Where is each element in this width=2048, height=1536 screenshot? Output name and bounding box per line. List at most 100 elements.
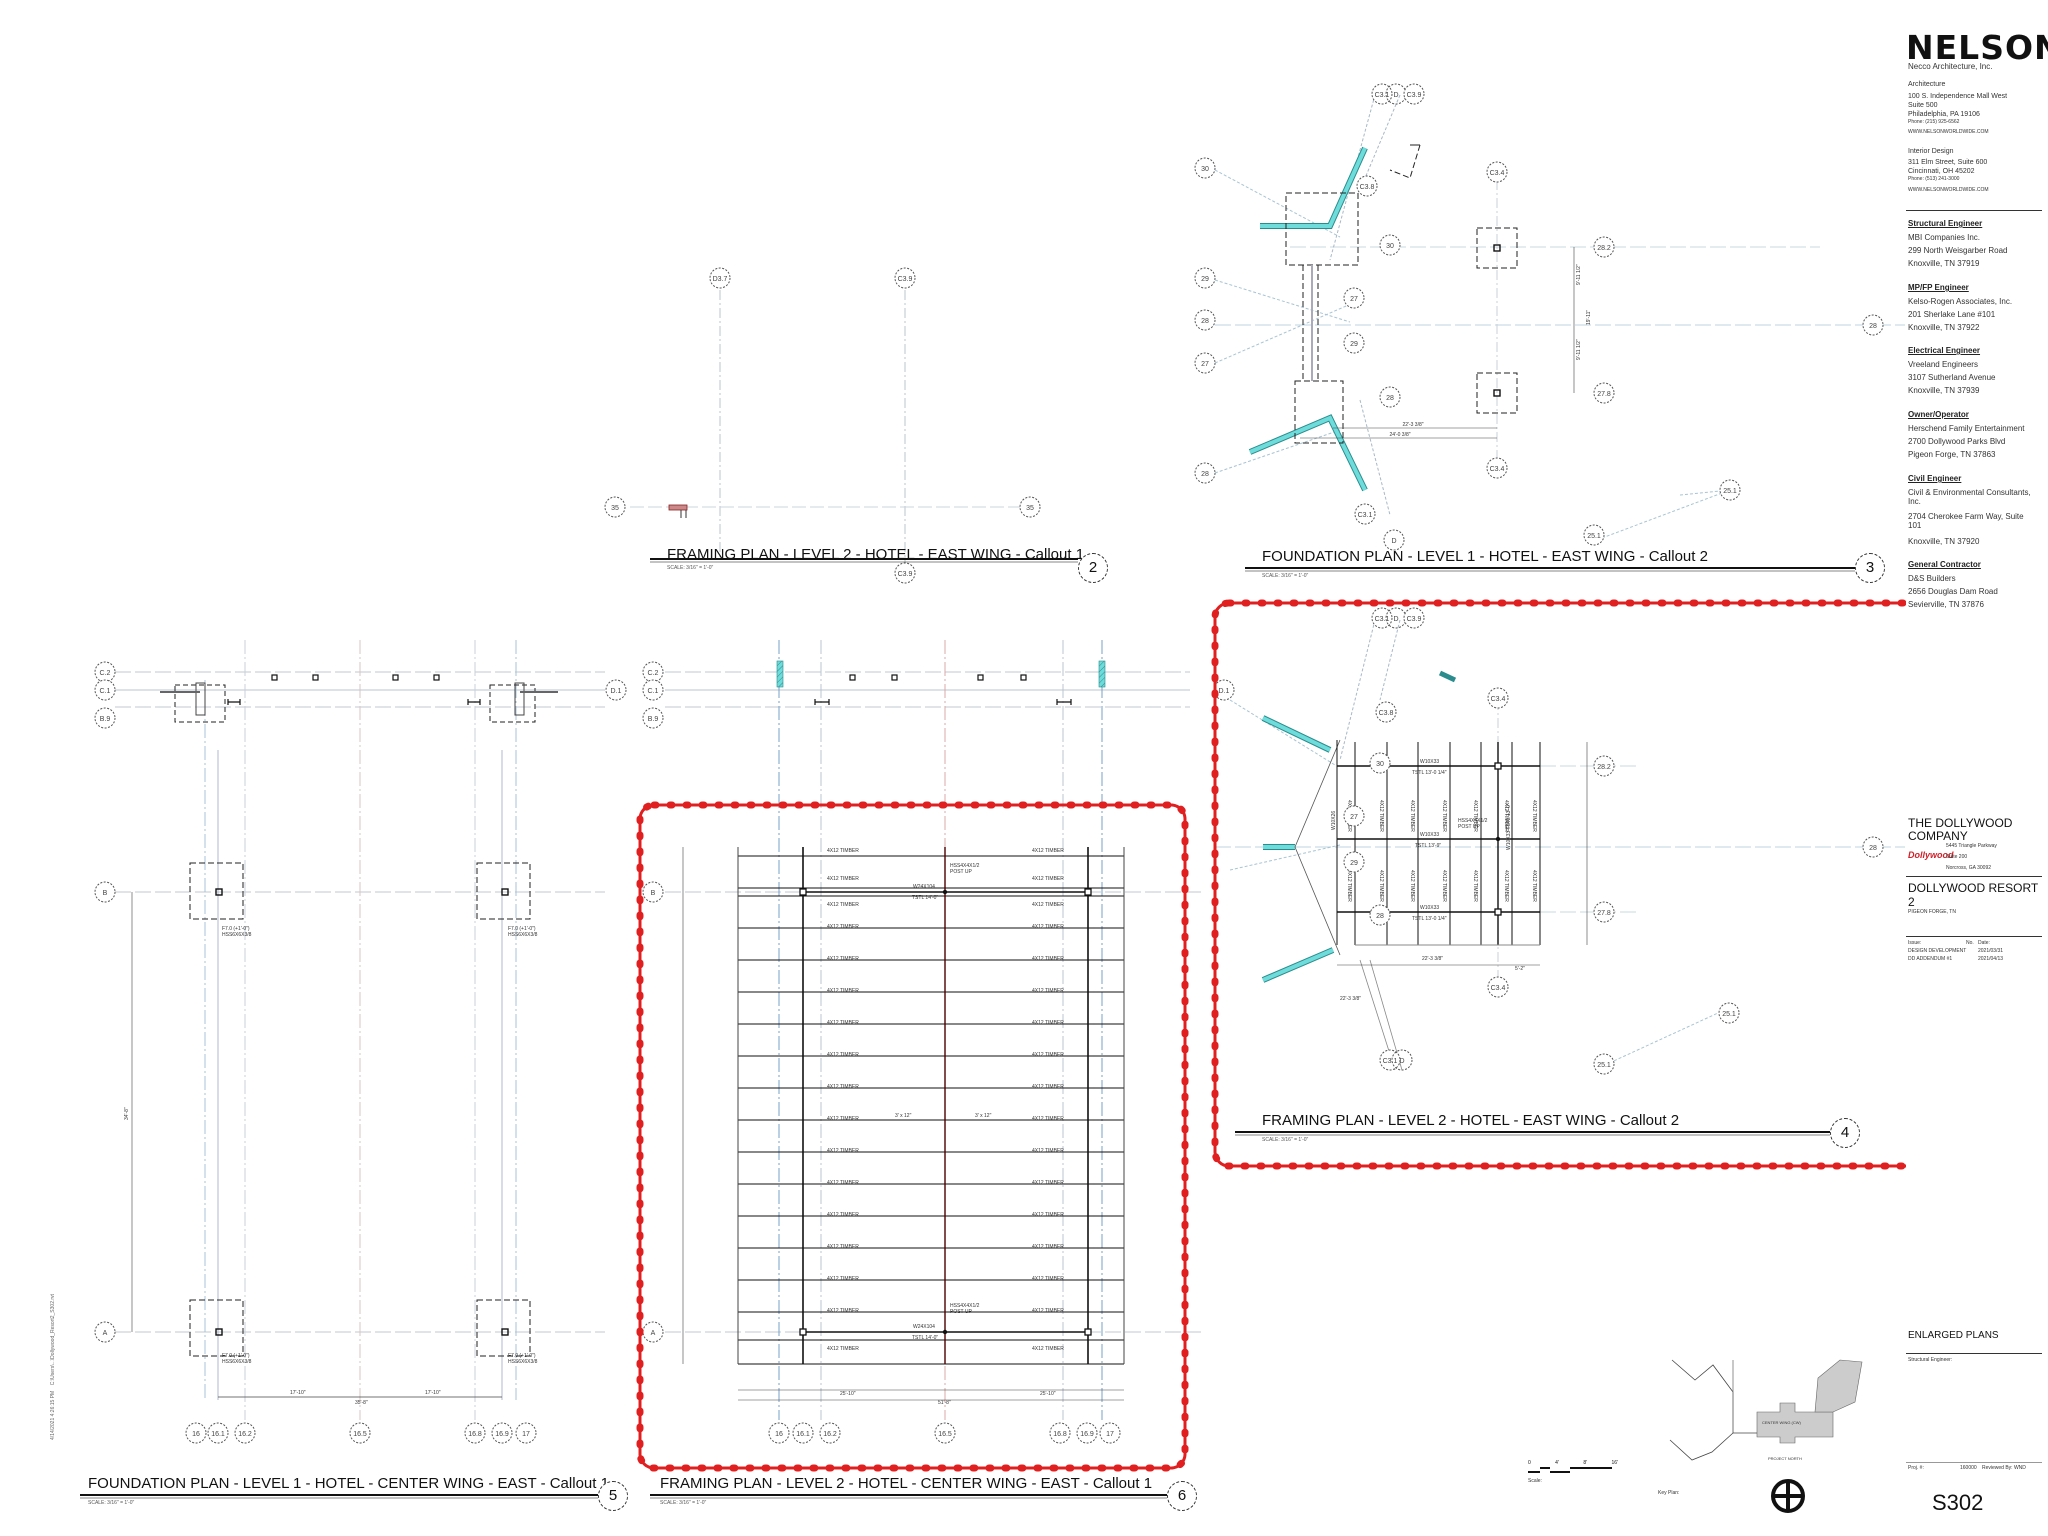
arch-web[interactable]: WWW.NELSONWORLDWIDE.COM xyxy=(1908,129,1989,135)
issue-row-date: 2021/03/31 xyxy=(1978,948,2004,954)
svg-text:4X12 TIMBER: 4X12 TIMBER xyxy=(827,1212,859,1218)
svg-text:4X12 TIMBER: 4X12 TIMBER xyxy=(827,1180,859,1186)
svg-text:22'-3 3/8": 22'-3 3/8" xyxy=(1422,956,1443,962)
svg-text:16.8: 16.8 xyxy=(1053,1431,1067,1438)
svg-text:27: 27 xyxy=(1350,296,1358,303)
svg-text:HSS6X6X3/8: HSS6X6X3/8 xyxy=(508,1359,538,1365)
svg-text:4X12 TIMBER: 4X12 TIMBER xyxy=(1378,800,1384,832)
view-2-scale: SCALE: 3/16" = 1'-0" xyxy=(667,565,714,571)
divider xyxy=(1906,1462,2042,1463)
svg-text:35: 35 xyxy=(1026,505,1034,512)
svg-text:28: 28 xyxy=(1201,471,1209,478)
svg-text:4X12 TIMBER: 4X12 TIMBER xyxy=(1472,800,1478,832)
svg-text:W10X33: W10X33 xyxy=(1420,759,1439,765)
firm-name: Necco Architecture, Inc. xyxy=(1908,62,1993,71)
svg-text:16.2: 16.2 xyxy=(823,1431,837,1438)
svg-text:W24X104: W24X104 xyxy=(913,884,935,890)
svg-text:28: 28 xyxy=(1376,913,1384,920)
svg-text:25'-10": 25'-10" xyxy=(840,1391,856,1397)
svg-text:16: 16 xyxy=(775,1431,783,1438)
svg-text:C.2: C.2 xyxy=(100,670,111,677)
svg-text:4X12 TIMBER: 4X12 TIMBER xyxy=(827,1308,859,1314)
svg-text:HSS6X6X3/8: HSS6X6X3/8 xyxy=(222,1359,252,1365)
view-3-scale: SCALE: 3/16" = 1'-0" xyxy=(1262,573,1309,579)
firm-logo: NELSON xyxy=(1906,28,2048,67)
issue-row-label: DESIGN DEVELOPMENT xyxy=(1908,948,1967,954)
svg-text:4X12 TIMBER: 4X12 TIMBER xyxy=(1409,800,1415,832)
interior-address1: 311 Elm Street, Suite 600 xyxy=(1908,159,1988,166)
view-6-scale: SCALE: 3/16" = 1'-0" xyxy=(660,1500,707,1506)
svg-text:TSTL 14'-0": TSTL 14'-0" xyxy=(912,1335,938,1341)
svg-text:W10X26: W10X26 xyxy=(1331,811,1337,830)
svg-text:C3.9: C3.9 xyxy=(898,571,913,578)
svg-text:16.1: 16.1 xyxy=(796,1431,810,1438)
svg-text:16.5: 16.5 xyxy=(353,1431,367,1438)
svg-text:POST UP: POST UP xyxy=(950,869,973,875)
svg-text:B: B xyxy=(651,890,656,897)
svg-text:W10X33: W10X33 xyxy=(1420,832,1439,838)
svg-text:4X12 TIMBER: 4X12 TIMBER xyxy=(827,956,859,962)
view-6-number[interactable]: 6 xyxy=(1167,1481,1197,1511)
svg-text:9'-11 1/2": 9'-11 1/2" xyxy=(1576,339,1582,360)
sheet-number: S302 xyxy=(1932,1490,1984,1515)
svg-text:5'-2": 5'-2" xyxy=(1515,966,1525,972)
client-address3: Norcross, GA 30092 xyxy=(1946,865,1992,871)
svg-text:TSTL 14'-0": TSTL 14'-0" xyxy=(912,895,938,901)
svg-text:4X12 TIMBER: 4X12 TIMBER xyxy=(1032,1308,1064,1314)
svg-text:17'-10": 17'-10" xyxy=(425,1390,441,1396)
scale-ticks: 0 4' 8' 16' xyxy=(1528,1460,1618,1466)
sheet-title: ENLARGED PLANS xyxy=(1908,1330,1999,1341)
arch-address3: Philadelphia, PA 19106 xyxy=(1908,111,1980,118)
wing-center: CENTER WING (CW) xyxy=(1762,1420,1801,1425)
svg-text:24'-0 3/8": 24'-0 3/8" xyxy=(1389,432,1410,438)
svg-text:W10X33: W10X33 xyxy=(1420,905,1439,911)
svg-text:4X12 TIMBER: 4X12 TIMBER xyxy=(1032,956,1064,962)
svg-text:C3.4: C3.4 xyxy=(1490,170,1505,177)
svg-text:4X12 TIMBER: 4X12 TIMBER xyxy=(1531,800,1537,832)
revision-cloud-view-6 xyxy=(636,801,1189,1472)
svg-text:4X12 TIMBER: 4X12 TIMBER xyxy=(1032,1244,1064,1250)
issue-row-label: DD ADDENDUM #1 xyxy=(1908,956,1953,962)
svg-text:C3.4: C3.4 xyxy=(1491,985,1506,992)
svg-text:HSS4X4X1/2: HSS4X4X1/2 xyxy=(950,1303,980,1309)
view-4-number[interactable]: 4 xyxy=(1830,1118,1860,1148)
svg-text:POST UP: POST UP xyxy=(1458,824,1481,830)
svg-text:W10X33 TSTL 13'-0": W10X33 TSTL 13'-0" xyxy=(1506,803,1512,850)
svg-text:29: 29 xyxy=(1350,860,1358,867)
view-3-foundation-plan: 22'-3 3/8" 24'-0 3/8" 9'-11 1/2" 19'-11"… xyxy=(1194,83,1905,572)
svg-text:4X12 TIMBER: 4X12 TIMBER xyxy=(1032,1052,1064,1058)
svg-text:30: 30 xyxy=(1376,761,1384,768)
svg-text:4X12 TIMBER: 4X12 TIMBER xyxy=(827,1020,859,1026)
svg-text:28: 28 xyxy=(1201,318,1209,325)
svg-text:28: 28 xyxy=(1386,395,1394,402)
svg-text:D.1: D.1 xyxy=(1219,688,1230,695)
view-3-number[interactable]: 3 xyxy=(1855,553,1885,583)
key-plan-label: Key Plan: xyxy=(1658,1490,1680,1496)
svg-text:POST UP: POST UP xyxy=(950,1309,973,1315)
svg-text:F7.0 (+1'-0"): F7.0 (+1'-0") xyxy=(222,1353,250,1359)
view-4-scale: SCALE: 3/16" = 1'-0" xyxy=(1262,1137,1309,1143)
svg-text:25.1: 25.1 xyxy=(1722,1011,1736,1018)
svg-text:C3.1: C3.1 xyxy=(1358,512,1373,519)
svg-text:D3.7: D3.7 xyxy=(713,276,728,283)
view-5-number[interactable]: 5 xyxy=(598,1481,628,1511)
svg-text:D: D xyxy=(1393,92,1398,99)
svg-text:4X12 TIMBER: 4X12 TIMBER xyxy=(827,1052,859,1058)
view-2-number[interactable]: 2 xyxy=(1078,553,1108,583)
svg-text:C3.1: C3.1 xyxy=(1375,92,1390,99)
svg-text:D: D xyxy=(1399,1058,1404,1065)
svg-text:16.2: 16.2 xyxy=(238,1431,252,1438)
svg-text:3' x 12": 3' x 12" xyxy=(975,1113,992,1119)
interior-web[interactable]: WWW.NELSONWORLDWIDE.COM xyxy=(1908,187,1989,193)
svg-text:4X12 TIMBER: 4X12 TIMBER xyxy=(1032,1212,1064,1218)
svg-text:28.2: 28.2 xyxy=(1597,764,1611,771)
key-plan xyxy=(1528,1359,1863,1513)
view-2-title: FRAMING PLAN - LEVEL 2 - HOTEL - EAST WI… xyxy=(667,546,1085,563)
view-3-title: FOUNDATION PLAN - LEVEL 1 - HOTEL - EAST… xyxy=(1262,548,1708,565)
arch-label: Architecture xyxy=(1908,81,1946,88)
svg-text:A: A xyxy=(103,1330,108,1337)
svg-text:4X12 TIMBER: 4X12 TIMBER xyxy=(1032,848,1064,854)
svg-text:TSTL 13'-0 1/4": TSTL 13'-0 1/4" xyxy=(1412,916,1447,922)
svg-text:4X12 TIMBER: 4X12 TIMBER xyxy=(827,1084,859,1090)
svg-text:30: 30 xyxy=(1201,166,1209,173)
